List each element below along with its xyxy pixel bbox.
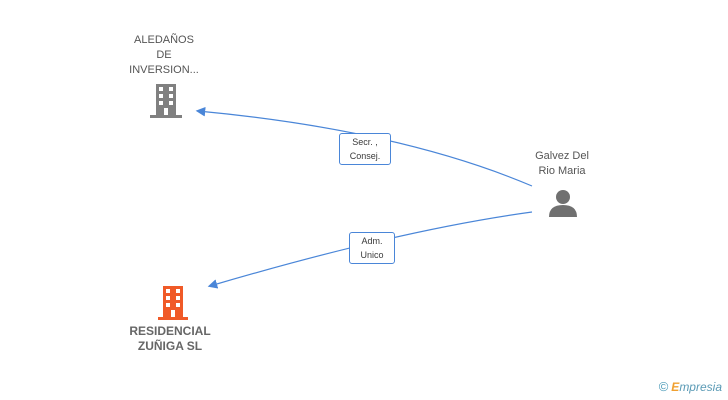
company-residencial-label[interactable]: RESIDENCIAL ZUÑIGA SL xyxy=(120,324,220,354)
person-icon[interactable] xyxy=(548,189,578,217)
copyright-icon: © xyxy=(658,379,669,394)
building-highlight-icon[interactable] xyxy=(158,286,188,320)
role-badge-1-line-2: Consej. xyxy=(349,151,381,161)
role-badge-1-line-1: Secr. , xyxy=(352,137,378,147)
company-residencial-line-2: ZUÑIGA SL xyxy=(137,339,203,353)
company-aledanos-line-2: DE xyxy=(156,49,172,61)
company-aledanos-line-1: ALEDAÑOS xyxy=(134,34,194,46)
person-label[interactable]: Galvez Del Rio Maria xyxy=(520,149,604,179)
company-aledanos-line-3: INVERSION... xyxy=(129,64,199,76)
role-badge-2-line-2: Unico xyxy=(360,250,384,260)
role-badge-secr-consej[interactable]: Secr. , Consej. xyxy=(339,133,391,165)
role-badge-adm-unico[interactable]: Adm. Unico xyxy=(349,232,395,264)
role-badge-2-line-1: Adm. xyxy=(361,236,383,246)
building-icon[interactable] xyxy=(150,84,182,118)
person-name-line-2: Rio Maria xyxy=(538,165,586,177)
company-aledanos-label[interactable]: ALEDAÑOS DE INVERSION... xyxy=(124,33,204,78)
person-name-line-1: Galvez Del xyxy=(535,150,589,162)
empresia-watermark: ©Empresia xyxy=(659,379,722,394)
company-residencial-line-1: RESIDENCIAL xyxy=(129,324,211,338)
brand-initial: E xyxy=(671,380,680,394)
brand-name: mpresia xyxy=(679,380,722,394)
